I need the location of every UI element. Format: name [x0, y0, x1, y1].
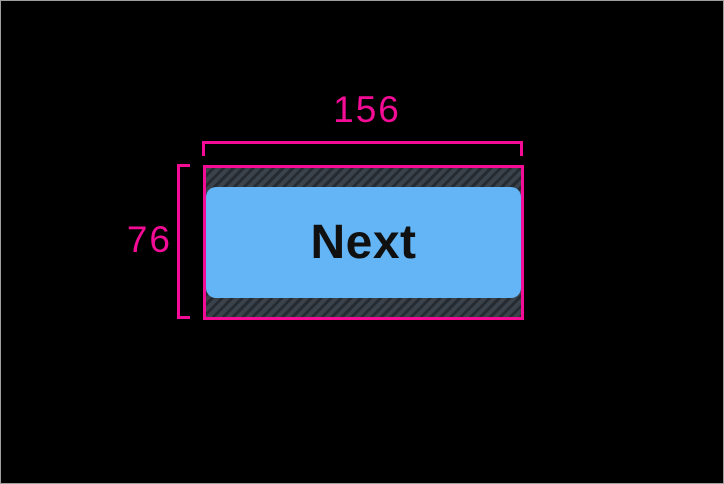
- width-dimension-label: 156: [333, 89, 401, 130]
- next-button[interactable]: Next: [206, 187, 521, 298]
- height-dimension-label: 76: [126, 219, 172, 260]
- padding-overlay-box: Next: [203, 165, 524, 320]
- next-button-label: Next: [310, 215, 417, 269]
- width-dimension-bracket: [202, 141, 523, 156]
- height-dimension-bracket: [177, 164, 190, 319]
